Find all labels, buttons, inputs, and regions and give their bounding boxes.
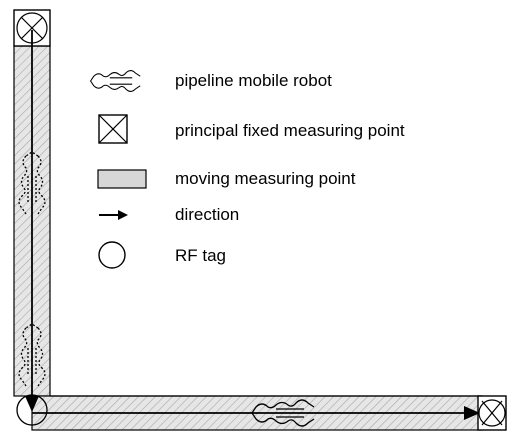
legend-robot-label: pipeline mobile robot (175, 71, 332, 90)
legend: pipeline mobile robot principal fixed me… (90, 70, 405, 269)
legend-moving-point-icon (97, 169, 147, 189)
legend-rf-tag-icon (98, 241, 126, 269)
legend-robot-icon (90, 70, 141, 92)
legend-rf-tag-label: RF tag (175, 246, 226, 265)
legend-fixed-point-label: principal fixed measuring point (175, 121, 405, 140)
right-fixed-point-icon (477, 395, 507, 431)
legend-fixed-point-icon (98, 114, 128, 144)
legend-direction-label: direction (175, 205, 239, 224)
legend-moving-point-label: moving measuring point (175, 169, 356, 188)
